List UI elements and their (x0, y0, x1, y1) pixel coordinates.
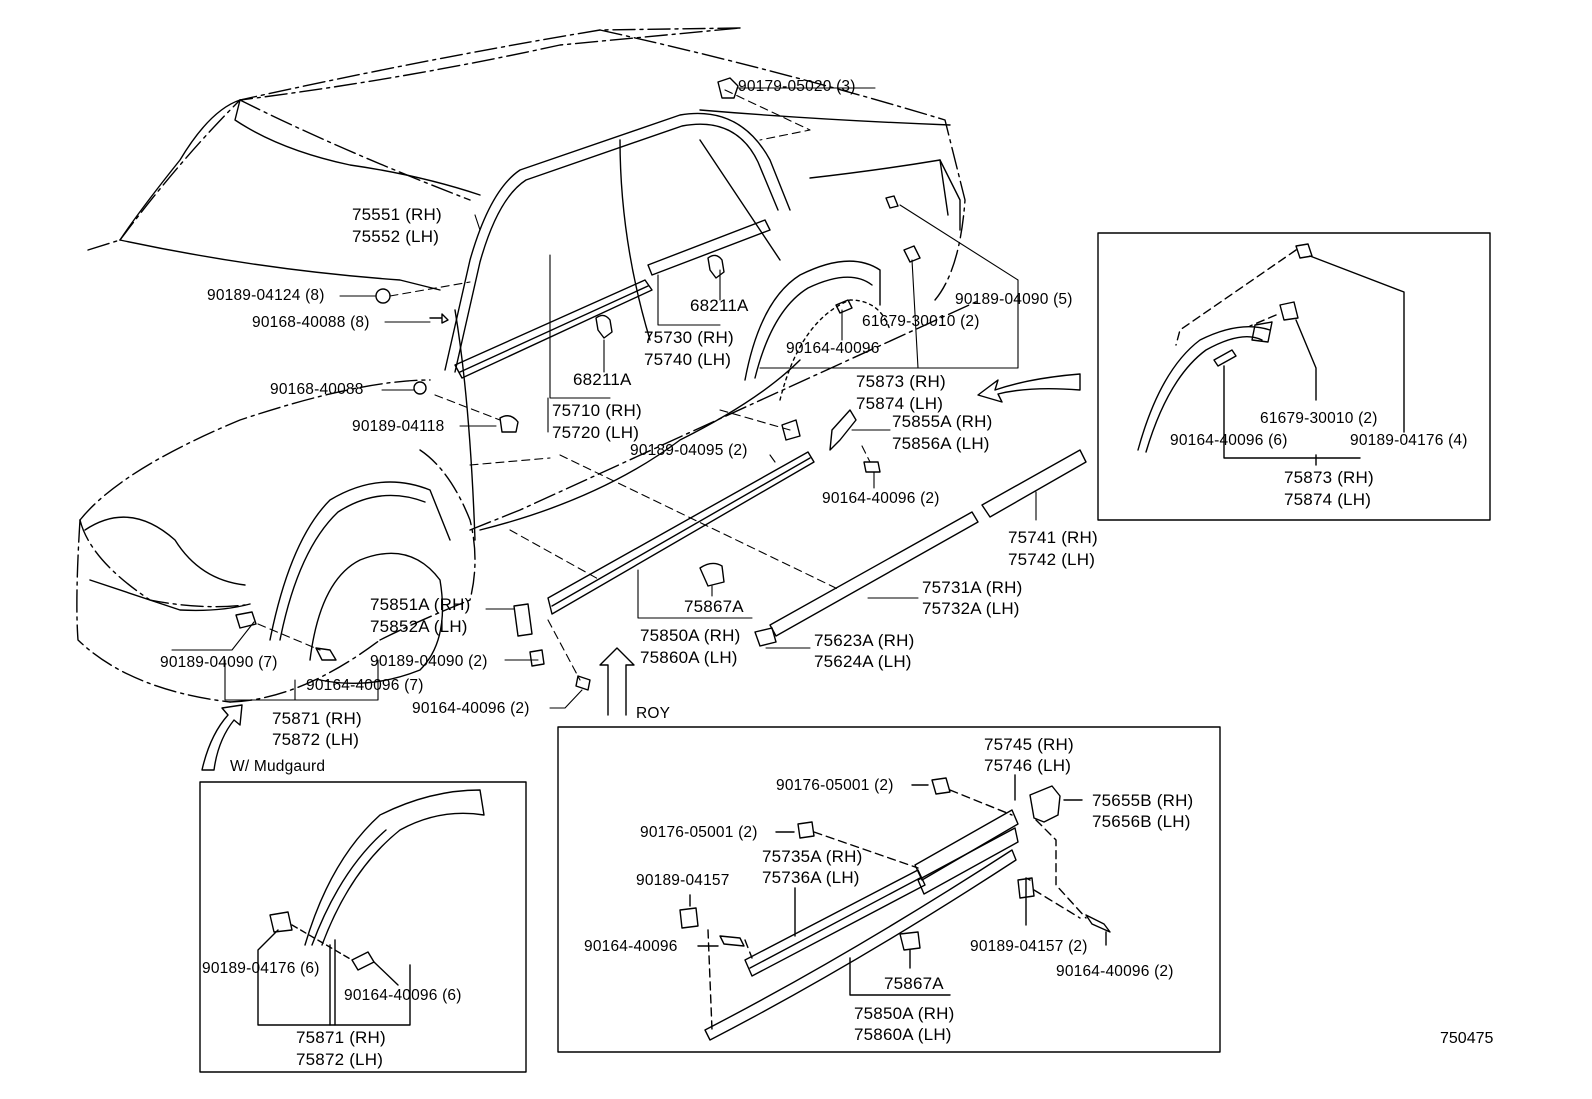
inset-left-label-90164: 90164-40096 (6) (344, 987, 462, 1004)
label-90189-04118: 90189-04118 (352, 418, 445, 435)
label-roy: ROY (636, 705, 671, 722)
rocker-molding-75850a (547, 451, 815, 615)
label-90189-04095: 90189-04095 (2) (630, 442, 748, 459)
label-90168-40088-8: 90168-40088 (8) (252, 314, 370, 331)
roy-arrow (599, 647, 635, 716)
label-75551: 75551 (RH) (352, 205, 442, 224)
label-75740: 75740 (LH) (644, 350, 732, 369)
clip-90189-04118-icon (499, 415, 519, 433)
inset-bottom-label-90176-a: 90176-05001 (2) (776, 777, 894, 794)
front-wheel-arch (269, 481, 451, 685)
label-75850a: 75850A (RH) (640, 626, 741, 645)
inset-bottom-drawing (679, 774, 1111, 1041)
label-90189-04090-2: 90189-04090 (2) (370, 653, 488, 670)
label-75851a: 75851A (RH) (370, 595, 471, 614)
molding-end-75623a (754, 627, 777, 647)
inset-bottom-label-75860a: 75860A (LH) (854, 1025, 952, 1044)
label-mudguard: W/ Mudgaurd (230, 758, 326, 775)
inset-right-dashed (1175, 249, 1297, 346)
belt-molding-75710 (454, 279, 653, 379)
dashed-connectors (257, 89, 871, 681)
label-75852a: 75852A (LH) (370, 617, 468, 636)
inset-right-drawing (1137, 243, 1405, 466)
inset-left-label-75871: 75871 (RH) (296, 1028, 386, 1047)
label-75855a: 75855A (RH) (892, 412, 993, 431)
label-90164-40096: 90164-40096 (786, 340, 880, 357)
rear-wheel-arch (744, 260, 891, 401)
label-75623a: 75623A (RH) (814, 631, 915, 650)
label-90164-40096-2b: 90164-40096 (2) (412, 700, 530, 717)
label-75730: 75730 (RH) (644, 328, 734, 347)
inset-bottom-label-75735a: 75735A (RH) (762, 847, 863, 866)
clip-90179-icon (717, 77, 739, 99)
label-75860a: 75860A (LH) (640, 648, 738, 667)
inset-bottom-label-75736a: 75736A (LH) (762, 868, 860, 887)
label-61679-30010: 61679-30010 (2) (862, 313, 980, 330)
label-90179-05020: 90179-05020 (3) (738, 78, 856, 95)
label-75873: 75873 (RH) (856, 372, 946, 391)
inset-bottom-label-75655b: 75655B (RH) (1092, 791, 1194, 810)
roof-molding-75551 (444, 112, 791, 371)
inset-bottom-label-75850a: 75850A (RH) (854, 1004, 955, 1023)
inset-right-label-75874: 75874 (LH) (1284, 490, 1372, 509)
inset-bottom-label-75867a: 75867A (884, 974, 944, 993)
label-75552: 75552 (LH) (352, 227, 440, 246)
inset-bottom-dashed (707, 789, 1087, 1031)
label-90189-04124: 90189-04124 (8) (207, 287, 325, 304)
inset-bottom-label-90164-40096-2: 90164-40096 (2) (1056, 963, 1174, 980)
car-body-solid-lines (84, 99, 961, 612)
mudguard-arrow (201, 704, 243, 771)
clip-68211a-upper (707, 254, 725, 279)
label-75731a: 75731A (RH) (922, 578, 1023, 597)
label-75871: 75871 (RH) (272, 709, 362, 728)
label-90168-40088: 90168-40088 (270, 381, 364, 398)
label-90164-40096-7: 90164-40096 (7) (306, 677, 424, 694)
belt-molding-75730 (647, 219, 771, 276)
label-75742: 75742 (LH) (1008, 550, 1096, 569)
label-90189-04090-7: 90189-04090 (7) (160, 654, 278, 671)
diagram-reference-id: 750475 (1440, 1030, 1494, 1047)
clip-68211a-lower (595, 314, 613, 339)
inset-left-label-75872: 75872 (LH) (296, 1050, 384, 1069)
rocker-molding-75731a (769, 511, 979, 637)
inset-bottom-label-90189-04157: 90189-04157 (636, 872, 730, 889)
label-75856a: 75856A (LH) (892, 434, 990, 453)
label-75710: 75710 (RH) (552, 401, 642, 420)
inset-bottom-label-75745: 75745 (RH) (984, 735, 1074, 754)
label-75732a: 75732A (LH) (922, 599, 1020, 618)
label-75872: 75872 (LH) (272, 730, 360, 749)
label-75741: 75741 (RH) (1008, 528, 1098, 547)
inset-left-label-90189: 90189-04176 (6) (202, 960, 320, 977)
label-75720: 75720 (LH) (552, 423, 640, 442)
inset-bottom-label-90189-04157-2: 90189-04157 (2) (970, 938, 1088, 955)
inset-bottom-label-90164-40096: 90164-40096 (584, 938, 678, 955)
label-90164-40096-2a: 90164-40096 (2) (822, 490, 940, 507)
label-68211a-upper: 68211A (690, 296, 749, 315)
inset-bottom-label-90176-b: 90176-05001 (2) (640, 824, 758, 841)
inset-right-label-75873: 75873 (RH) (1284, 468, 1374, 487)
car-body-outline (76, 27, 981, 703)
inset-left-frame (199, 781, 527, 1073)
label-68211a-lower: 68211A (573, 370, 632, 389)
label-75624a: 75624A (LH) (814, 652, 912, 671)
inset-bottom-frame (557, 726, 1221, 1053)
inset-bottom-label-75656b: 75656B (LH) (1092, 812, 1191, 831)
label-75867a: 75867A (684, 597, 744, 616)
clip-90189-04124-icon (375, 288, 391, 304)
inset-bottom-label-75746: 75746 (LH) (984, 756, 1072, 775)
label-90189-04090-5: 90189-04090 (5) (955, 291, 1073, 308)
inset-right-arrow (977, 373, 1081, 403)
inset-right-label-61679: 61679-30010 (2) (1260, 410, 1378, 427)
label-75874: 75874 (LH) (856, 394, 944, 413)
inset-right-label-90189: 90189-04176 (4) (1350, 432, 1468, 449)
inset-right-frame (1097, 232, 1491, 521)
rocker-molding-75741 (981, 449, 1087, 518)
inset-left-drawing (257, 789, 485, 1026)
inset-right-label-90164: 90164-40096 (6) (1170, 432, 1288, 449)
leader-lines (171, 87, 1037, 709)
